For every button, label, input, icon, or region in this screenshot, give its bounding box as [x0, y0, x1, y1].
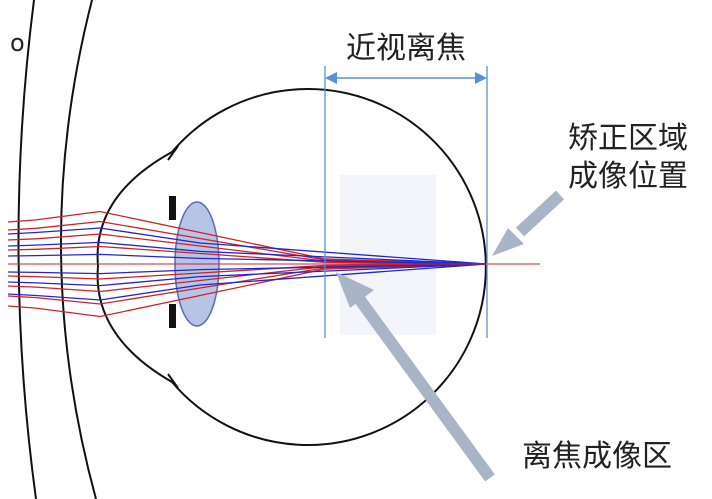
arrowhead-right — [475, 72, 487, 84]
defocus-highlight — [340, 175, 436, 335]
blue-ray — [7, 263, 488, 275]
correction-pointer-head — [492, 228, 524, 256]
cornea-hook-bottom — [167, 373, 179, 389]
inner-lens-surface — [59, 0, 97, 499]
blue-ray — [7, 263, 488, 287]
red-ray — [7, 263, 488, 318]
iris-bottom — [169, 304, 176, 328]
blue-ray — [7, 241, 488, 265]
cornea-hook-top — [167, 145, 179, 161]
label-myopic-defocus: 近视离焦 — [346, 31, 466, 66]
red-ray — [7, 210, 488, 265]
blue-ray — [7, 253, 488, 265]
red-ray — [7, 220, 488, 265]
label-corner-mark: o — [10, 29, 25, 57]
defocus-pointer-head — [336, 272, 374, 308]
label-correction-zone: 矫正区域 — [568, 121, 688, 156]
defocus-pointer-shaft — [355, 296, 495, 482]
arrowhead-left — [325, 72, 337, 84]
red-ray — [7, 245, 488, 265]
label-defocus-zone: 离焦成像区 — [522, 439, 672, 474]
blue-ray — [7, 263, 488, 301]
iris-top — [169, 196, 176, 220]
light-rays — [7, 210, 540, 318]
correction-pointer-shaft — [515, 190, 565, 237]
cornea — [96, 151, 173, 383]
red-ray — [7, 263, 488, 280]
eyeball — [171, 88, 487, 446]
blue-ray — [7, 227, 488, 265]
label-correction-zone-line2: 成像位置 — [568, 159, 688, 194]
